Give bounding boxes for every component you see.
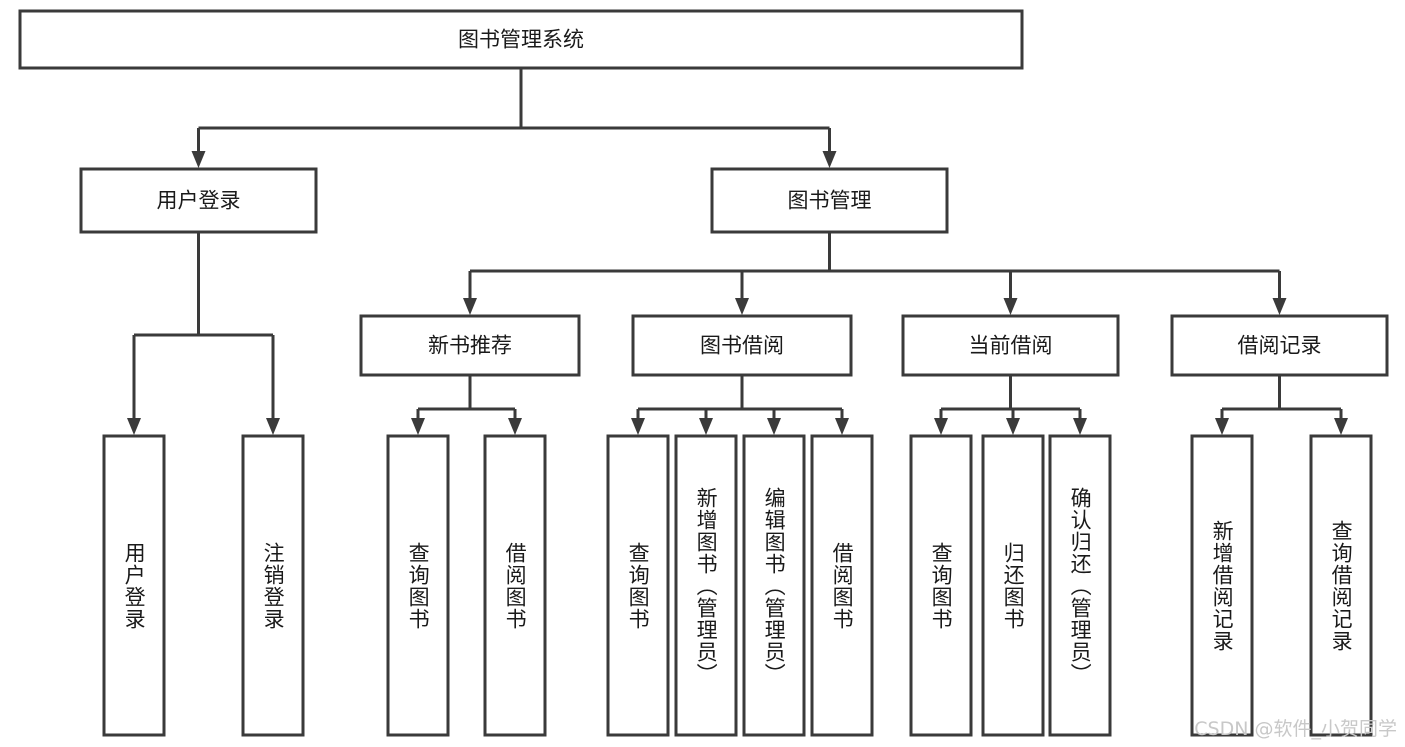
arrow-head-leaf-query-book-3 — [934, 418, 948, 435]
arrow-head-leaf-user-login — [127, 418, 141, 435]
node-leaf-edit-book[interactable] — [742, 434, 806, 737]
node-book-borrow[interactable]: 图书借阅 — [631, 314, 853, 377]
node-label-new-book-rec: 新书推荐 — [428, 334, 512, 358]
node-book-manage[interactable]: 图书管理 — [710, 167, 949, 234]
node-box-leaf-add-record[interactable] — [1190, 434, 1254, 737]
node-box-leaf-query-book-1[interactable] — [386, 434, 450, 737]
node-box-leaf-query-record[interactable] — [1309, 434, 1373, 737]
node-box-leaf-confirm-return[interactable] — [1048, 434, 1112, 737]
node-box-book-manage[interactable] — [710, 167, 949, 234]
node-box-current-borrow[interactable] — [901, 314, 1120, 377]
node-box-borrow-record[interactable] — [1170, 314, 1389, 377]
arrow-head-book-manage — [822, 151, 837, 168]
node-leaf-user-login[interactable] — [102, 434, 166, 737]
node-box-leaf-user-logout[interactable] — [241, 434, 305, 737]
node-current-borrow[interactable]: 当前借阅 — [901, 314, 1120, 377]
node-box-new-book-rec[interactable] — [359, 314, 581, 377]
node-box-user-login[interactable] — [79, 167, 318, 234]
watermark-text: CSDN @软件_小贺同学 — [1194, 718, 1397, 740]
node-box-leaf-query-book-2[interactable] — [606, 434, 670, 737]
arrow-head-user-login — [191, 151, 206, 168]
node-leaf-query-record[interactable] — [1309, 434, 1373, 737]
arrow-head-leaf-query-book-2 — [631, 418, 645, 435]
node-box-leaf-user-login[interactable] — [102, 434, 166, 737]
node-user-login[interactable]: 用户登录 — [79, 167, 318, 234]
node-box-leaf-edit-book[interactable] — [742, 434, 806, 737]
node-box-leaf-borrow-book-2[interactable] — [810, 434, 874, 737]
arrow-head-book-borrow — [735, 298, 749, 315]
arrow-head-leaf-borrow-book-1 — [508, 418, 522, 435]
node-leaf-query-book-3[interactable] — [909, 434, 973, 737]
node-label-user-login: 用户登录 — [157, 189, 241, 213]
node-label-root: 图书管理系统 — [458, 28, 584, 52]
node-leaf-add-book[interactable] — [674, 434, 738, 737]
arrow-head-leaf-add-record — [1215, 418, 1229, 435]
arrow-head-new-book-rec — [463, 298, 477, 315]
arrow-head-current-borrow — [1003, 298, 1018, 315]
node-new-book-rec[interactable]: 新书推荐 — [359, 314, 581, 377]
arrow-head-leaf-user-logout — [266, 418, 280, 435]
node-leaf-user-logout[interactable] — [241, 434, 305, 737]
arrow-head-borrow-record — [1272, 298, 1287, 315]
arrow-head-leaf-confirm-return — [1073, 418, 1087, 435]
node-leaf-borrow-book-2[interactable] — [810, 434, 874, 737]
node-box-book-borrow[interactable] — [631, 314, 853, 377]
node-label-borrow-record: 借阅记录 — [1238, 334, 1322, 358]
node-leaf-query-book-2[interactable] — [606, 434, 670, 737]
arrow-head-leaf-query-record — [1334, 418, 1348, 435]
node-label-current-borrow: 当前借阅 — [969, 334, 1053, 358]
arrow-head-leaf-add-book — [699, 418, 713, 435]
node-label-book-borrow: 图书借阅 — [700, 334, 784, 358]
arrow-head-leaf-return-book — [1006, 418, 1020, 435]
arrow-head-leaf-borrow-book-2 — [835, 418, 849, 435]
node-root[interactable]: 图书管理系统 — [18, 9, 1024, 70]
node-leaf-confirm-return[interactable] — [1048, 434, 1112, 737]
node-leaf-return-book[interactable] — [981, 434, 1045, 737]
node-box-leaf-return-book[interactable] — [981, 434, 1045, 737]
node-label-book-manage: 图书管理 — [788, 189, 872, 213]
arrow-head-leaf-query-book-1 — [411, 418, 425, 435]
node-box-leaf-query-book-3[interactable] — [909, 434, 973, 737]
connectors-layer — [127, 68, 1348, 435]
node-borrow-record[interactable]: 借阅记录 — [1170, 314, 1389, 377]
node-leaf-borrow-book-1[interactable] — [483, 434, 547, 737]
node-box-leaf-add-book[interactable] — [674, 434, 738, 737]
node-leaf-query-book-1[interactable] — [386, 434, 450, 737]
arrow-head-leaf-edit-book — [767, 418, 781, 435]
node-box-root[interactable] — [18, 9, 1024, 70]
node-leaf-add-record[interactable] — [1190, 434, 1254, 737]
node-box-leaf-borrow-book-1[interactable] — [483, 434, 547, 737]
